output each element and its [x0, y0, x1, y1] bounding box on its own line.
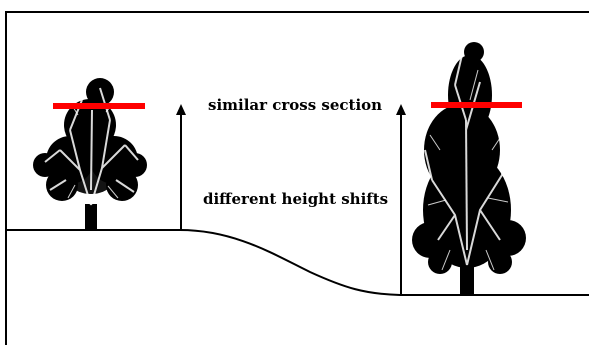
terrain-profile	[7, 229, 589, 296]
cross-section-label: similar cross section	[208, 96, 383, 114]
right-height-arrow	[396, 104, 406, 295]
frame-border	[5, 11, 589, 345]
height-shift-label: different height shifts	[203, 190, 389, 208]
right-cross-section-bar	[431, 102, 522, 108]
left-tree-icon	[33, 78, 147, 231]
left-cross-section-bar	[53, 103, 145, 109]
left-height-arrow	[176, 104, 186, 230]
right-tree-icon	[412, 42, 526, 296]
